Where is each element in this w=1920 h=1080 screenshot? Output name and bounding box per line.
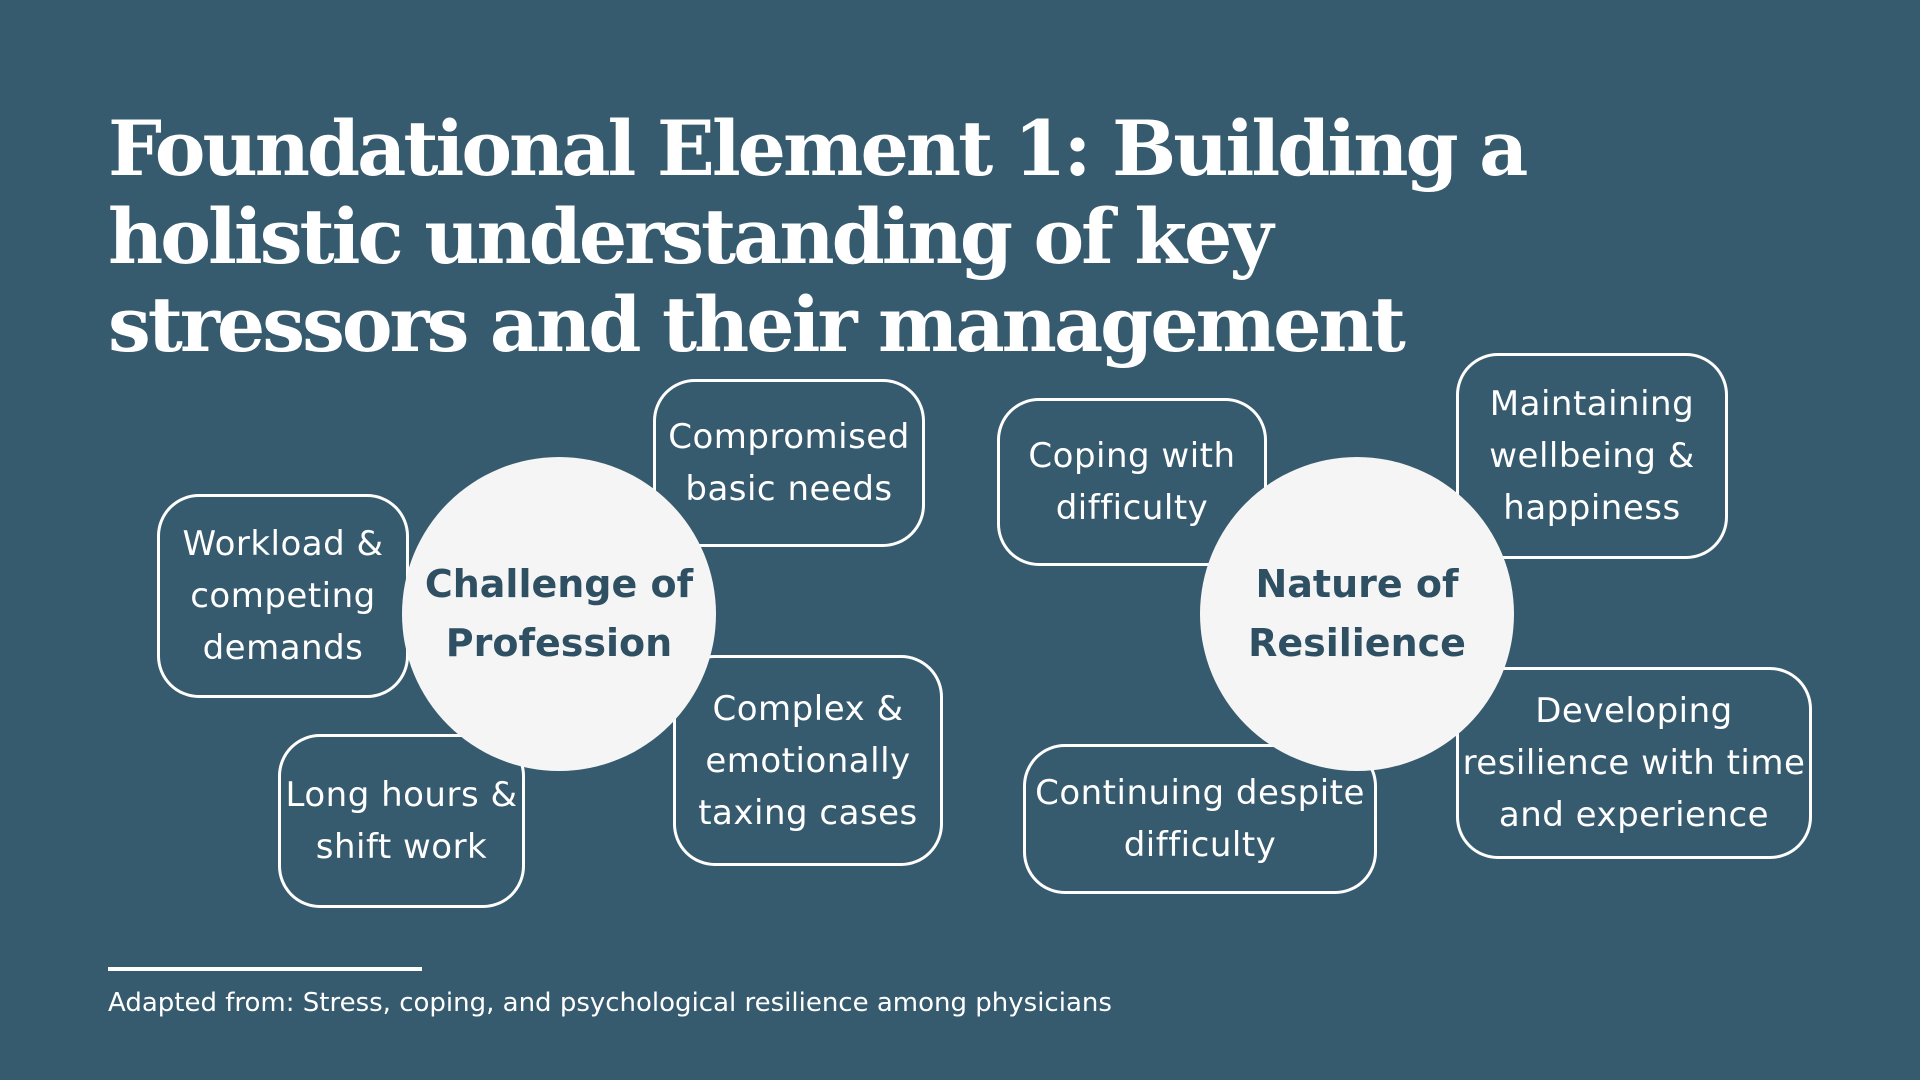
challenge-item-label: Complex & emotionally taxing cases bbox=[698, 688, 918, 833]
source-citation: Adapted from: Stress, coping, and psycho… bbox=[108, 988, 1112, 1018]
source-divider bbox=[108, 967, 422, 971]
resilience-item-label: Coping with difficulty bbox=[1028, 436, 1236, 528]
challenge-item-long-hours: Long hours & shift work bbox=[278, 734, 525, 908]
resilience-item-label: Developing resilience with time and expe… bbox=[1462, 691, 1806, 835]
resilience-item-continuing: Continuing despite difficulty bbox=[1023, 744, 1377, 894]
challenge-item-basic-needs: Compromised basic needs bbox=[653, 379, 925, 547]
challenge-item-label: Workload & competing demands bbox=[182, 524, 384, 668]
challenge-center-circle: Challenge of Profession bbox=[402, 457, 716, 771]
resilience-item-coping: Coping with difficulty bbox=[997, 398, 1267, 566]
slide-title: Foundational Element 1: Building a holis… bbox=[108, 104, 1528, 369]
challenge-item-label: Long hours & shift work bbox=[285, 775, 518, 867]
resilience-item-wellbeing: Maintaining wellbeing & happiness bbox=[1456, 353, 1728, 559]
challenge-item-label: Compromised basic needs bbox=[668, 417, 910, 509]
resilience-center-circle: Nature of Resilience bbox=[1200, 457, 1514, 771]
resilience-item-label: Continuing despite difficulty bbox=[1035, 773, 1365, 865]
resilience-item-label: Maintaining wellbeing & happiness bbox=[1489, 384, 1695, 528]
challenge-center-label: Challenge of Profession bbox=[424, 562, 694, 665]
challenge-item-workload: Workload & competing demands bbox=[157, 494, 409, 698]
resilience-item-developing: Developing resilience with time and expe… bbox=[1456, 667, 1812, 859]
resilience-center-label: Nature of Resilience bbox=[1248, 562, 1466, 665]
challenge-item-complex-cases: Complex & emotionally taxing cases bbox=[673, 655, 943, 866]
